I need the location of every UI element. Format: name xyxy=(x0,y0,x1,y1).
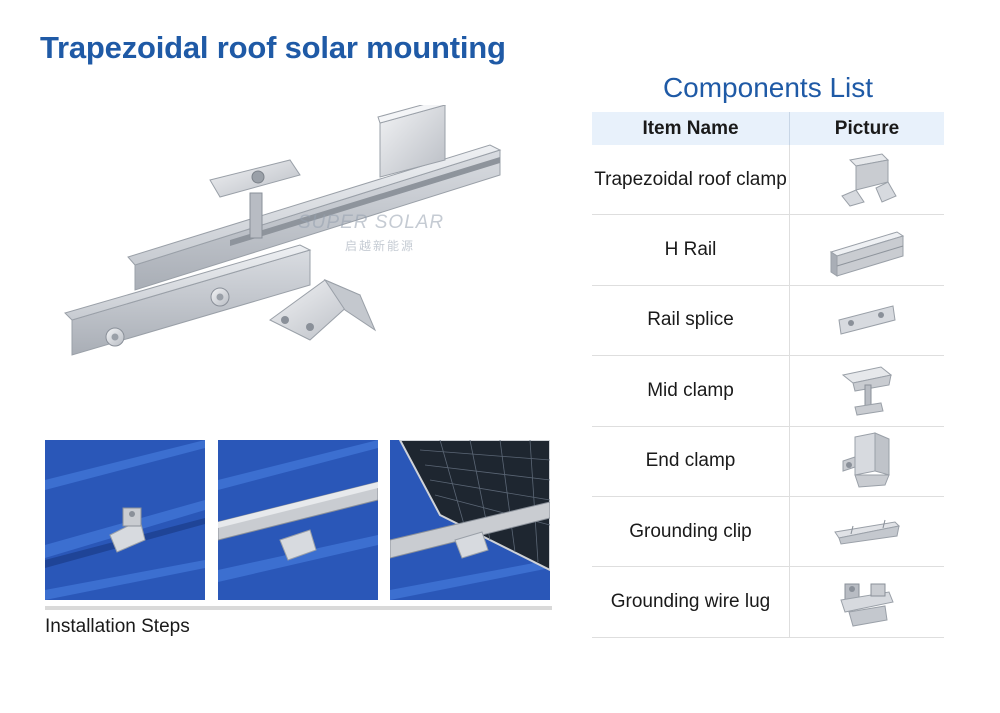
installation-steps-caption: Installation Steps xyxy=(45,616,190,637)
installation-step-2-photo xyxy=(218,440,378,600)
watermark-brand: SUPER SOLAR xyxy=(298,212,445,233)
table-row: End clamp xyxy=(592,426,944,497)
table-row: Mid clamp xyxy=(592,356,944,427)
page-title: Trapezoidal roof solar mounting xyxy=(40,30,506,65)
installation-step-3-photo xyxy=(390,440,550,600)
watermark-sub: 启越新能源 xyxy=(345,239,416,253)
component-name: End clamp xyxy=(645,450,736,472)
component-name: Grounding clip xyxy=(629,520,752,542)
components-list-title: Components List xyxy=(662,72,874,103)
component-name: H Rail xyxy=(664,239,717,261)
table-row: Trapezoidal roof clamp xyxy=(592,145,944,216)
table-row: Grounding wire lug xyxy=(592,567,944,638)
components-table: Trapezoidal roof clamp H Rail Rail splic… xyxy=(592,145,944,638)
end-clamp-icon xyxy=(842,432,890,488)
component-name: Mid clamp xyxy=(647,379,734,401)
mid-clamp-icon xyxy=(841,366,893,416)
component-name: Grounding wire lug xyxy=(610,591,771,613)
rail-splice-icon xyxy=(838,305,896,336)
header-item-name: Item Name xyxy=(642,117,739,139)
mounting-assembly-illustration xyxy=(60,99,560,425)
table-row: Rail splice xyxy=(592,285,944,357)
trapezoidal-roof-clamp-icon xyxy=(841,153,897,207)
grounding-wire-lug-icon xyxy=(840,583,894,627)
h-rail-icon xyxy=(829,231,905,278)
components-table-header: Item Name Picture xyxy=(592,112,944,145)
component-name: Trapezoidal roof clamp xyxy=(594,168,787,190)
table-row: H Rail xyxy=(592,215,944,286)
installation-divider xyxy=(45,606,552,610)
component-name: Rail splice xyxy=(647,309,734,331)
installation-step-1-photo xyxy=(45,440,205,600)
grounding-clip-icon xyxy=(834,519,901,545)
table-row: Grounding clip xyxy=(592,496,944,568)
header-picture: Picture xyxy=(789,112,944,145)
